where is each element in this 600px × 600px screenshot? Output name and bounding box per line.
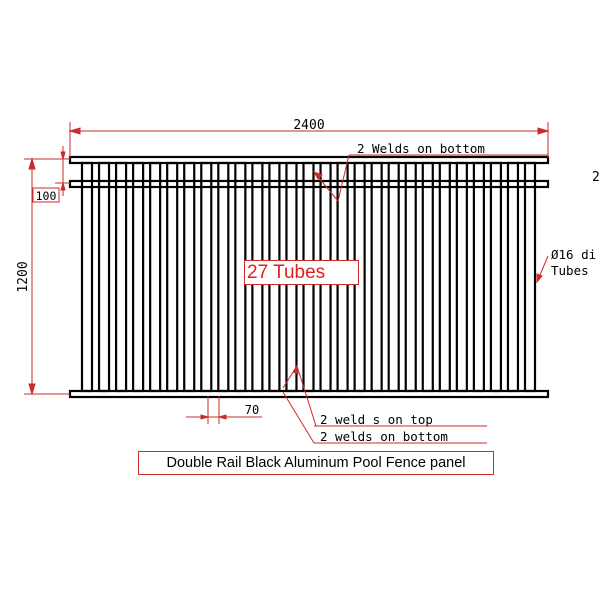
rail-spacing-label: 100: [36, 189, 57, 203]
weld-leader-top: [312, 154, 548, 202]
fence-tube: [183, 161, 196, 393]
rail-spacing-dimension: [32, 146, 70, 203]
height-dimension-label: 1200: [16, 261, 31, 292]
tube-spacing-label: 70: [245, 403, 259, 417]
fence-tube: [97, 161, 111, 393]
fence-tube: [217, 161, 230, 393]
fence-tube: [523, 161, 537, 393]
fence-tube: [455, 161, 468, 393]
fence-tube: [80, 161, 94, 393]
fence-tube: [506, 161, 520, 393]
fence-tube: [472, 161, 485, 393]
tube-diameter-leader: [536, 255, 549, 284]
fence-tube: [166, 161, 179, 393]
welds-on-top-note: 2 weld s on top: [320, 412, 433, 427]
fence-tube: [387, 161, 400, 393]
fence-tube: [200, 161, 213, 393]
welds-on-bottom-note: 2 welds on bottom: [320, 429, 448, 444]
fence-tube: [149, 161, 162, 393]
fence-tube: [489, 161, 503, 393]
fence-tube: [421, 161, 434, 393]
fence-tube: [132, 161, 145, 393]
weld-leader-bottom: [282, 364, 487, 444]
tube-diameter-note-line1: Ø16 di: [551, 247, 596, 262]
second-rail: [68, 179, 550, 189]
fence-tube: [370, 161, 383, 393]
welds-top-rail-note: 2 Welds on bottom: [357, 141, 485, 156]
drawing-title: Double Rail Black Aluminum Pool Fence pa…: [138, 451, 494, 475]
tubes-count-label: 27 Tubes: [244, 260, 359, 285]
edge-fragment-text: 2: [592, 170, 600, 185]
tube-spacing-dimension: [186, 396, 262, 424]
fence-tube: [404, 161, 417, 393]
fence-tube: [438, 161, 451, 393]
width-dimension-label: 2400: [293, 118, 324, 133]
tube-diameter-note-line2: Tubes: [551, 263, 589, 278]
width-dimension: [68, 122, 550, 158]
fence-tube: [114, 161, 128, 393]
